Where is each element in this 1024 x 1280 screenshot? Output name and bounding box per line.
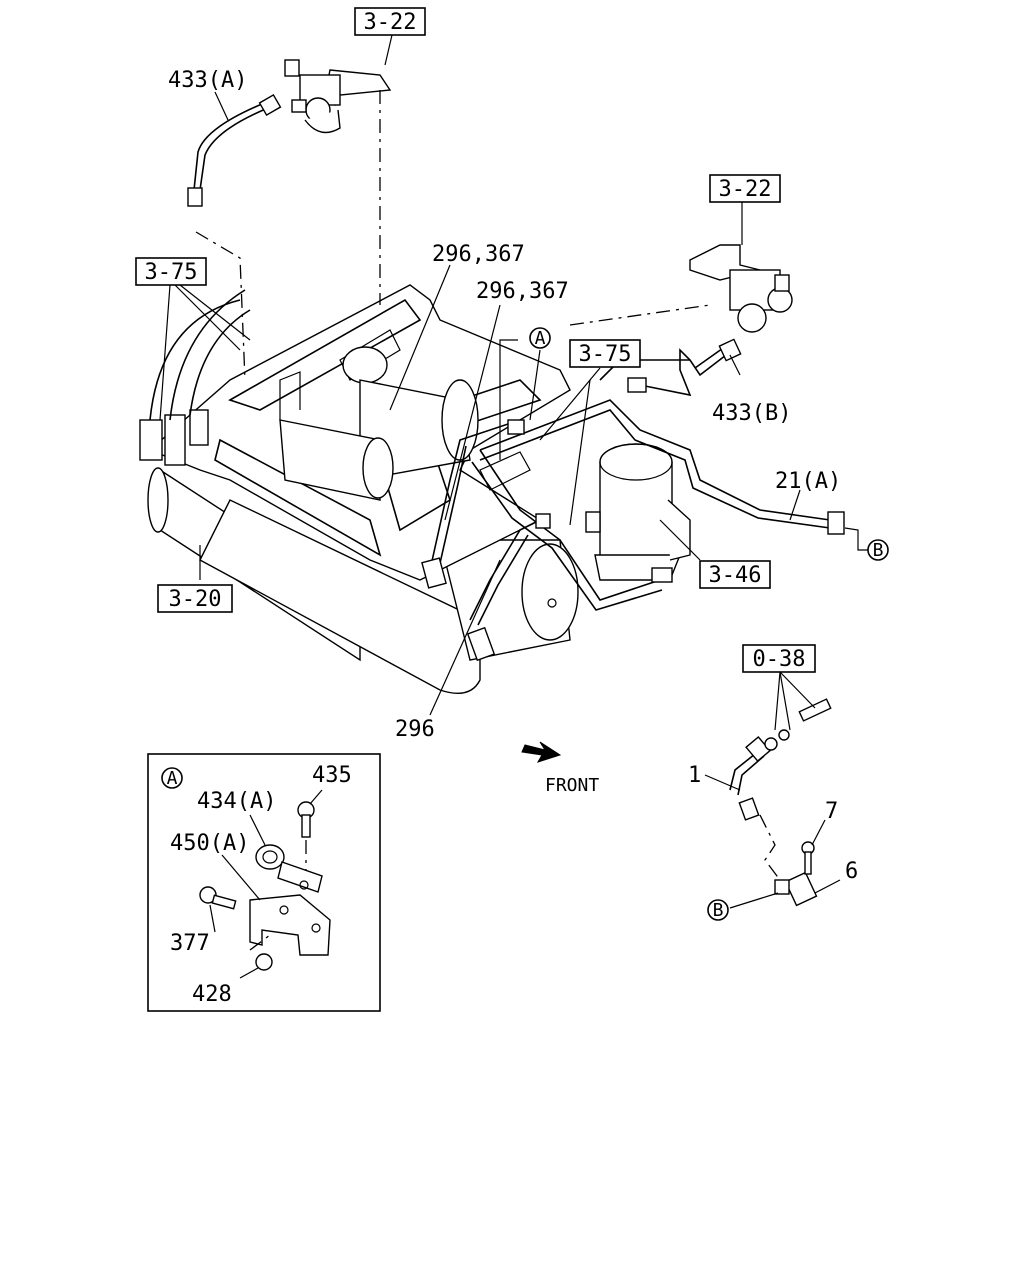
label-435: 435	[312, 763, 352, 788]
marker-b-bottom: B	[713, 900, 724, 921]
ref-box-3-46	[699, 560, 771, 589]
label-434a: 434(A)	[197, 789, 276, 814]
ref-3-75-left: 3-75	[145, 260, 198, 285]
label-1: 1	[688, 763, 701, 788]
pipe-433a	[187, 93, 282, 207]
marker-b-right-circle	[867, 539, 889, 561]
ref-0-38: 0-38	[753, 647, 806, 672]
label-433b: 433(B)	[712, 401, 791, 426]
label-front: FRONT	[545, 775, 599, 796]
valve-right	[689, 244, 793, 333]
label-433a: 433(A)	[168, 68, 247, 93]
ref-box-3-22-top	[354, 7, 426, 36]
ref-box-0-38	[742, 644, 816, 673]
marker-a: A	[535, 328, 546, 349]
ref-3-22-right: 3-22	[719, 177, 772, 202]
ref-3-22-top: 3-22	[364, 10, 417, 35]
valve-top	[284, 59, 392, 134]
detail-a-box	[147, 753, 381, 1012]
marker-b-right: B	[873, 540, 884, 561]
label-296-367-a: 296,367	[432, 242, 525, 267]
label-7: 7	[825, 799, 838, 824]
marker-b-bottom-circle	[707, 899, 729, 921]
ref-3-20: 3-20	[169, 587, 222, 612]
front-arrow	[521, 741, 562, 763]
air-tank-right	[439, 539, 579, 661]
ref-box-3-75-left	[135, 257, 207, 286]
pipe-fittings	[421, 419, 845, 662]
label-296-367-b: 296,367	[476, 279, 569, 304]
label-6: 6	[845, 859, 858, 884]
small-parts-right	[704, 671, 841, 909]
ref-box-3-20	[157, 584, 233, 613]
pipe-433b	[627, 338, 742, 397]
label-428: 428	[192, 982, 232, 1007]
ref-box-3-75-center	[569, 339, 641, 368]
marker-a-detail-circle	[161, 767, 183, 789]
leader-lines	[159, 34, 868, 716]
label-450a: 450(A)	[170, 831, 249, 856]
label-377: 377	[170, 931, 210, 956]
air-tank-left	[147, 467, 481, 694]
marker-a-circle	[529, 327, 551, 349]
label-296: 296	[395, 717, 435, 742]
marker-a-detail: A	[167, 768, 178, 789]
ref-3-46: 3-46	[709, 563, 762, 588]
left-fittings	[139, 289, 251, 466]
compressor-unit	[279, 346, 479, 501]
ref-3-75-center: 3-75	[579, 342, 632, 367]
ref-box-3-22-right	[709, 174, 781, 203]
label-21a: 21(A)	[775, 469, 841, 494]
air-dryer	[594, 443, 691, 581]
